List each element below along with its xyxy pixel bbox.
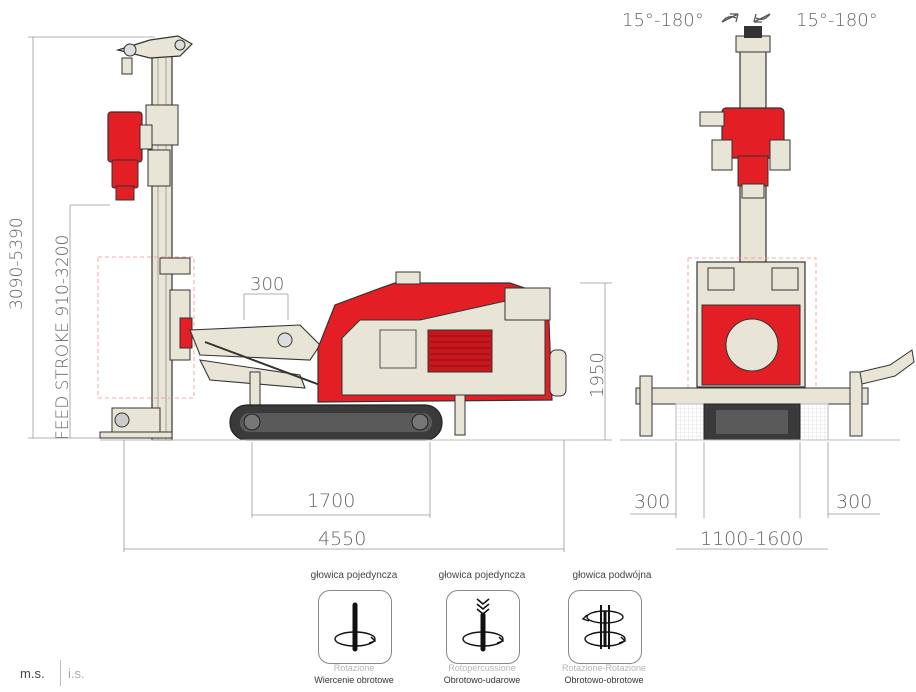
body-height-label: 1950 [587,352,608,398]
head-type-caption-1: głowica pojedyncza [310,570,398,581]
double-rotation-icon [568,590,642,664]
mast [99,35,193,441]
rotation-arrow-icon [721,13,771,23]
crawler-track [229,404,443,441]
footer-ms-label: m.s. [20,666,45,681]
rotation-angle-right-label: 15°-180° [796,10,878,31]
track-length-label: 1700 [307,490,355,512]
total-length-label: 4550 [318,528,366,550]
feed-stroke-label: FEED STROKE 910-3200 [53,235,73,440]
footer-divider [60,660,61,686]
front-view: 15°-180° 15°-180° [620,10,915,550]
head-type-sub-pl-2: Obrotowo-udarowe [443,675,521,685]
rotation-icon [318,590,392,664]
side-offset-right-label: 300 [836,491,872,513]
arm-offset-label: 300 [250,274,284,295]
side-view: 3090-5390 FEED STROKE 910-3200 [7,35,612,552]
footer-is-label: i.s. [68,666,85,681]
head-type-caption-2: głowica pojedyncza [438,570,526,581]
head-type-sub-pl-1: Wiercenie obrotowe [314,675,394,685]
percussion-icon [446,590,520,664]
rotary-head [107,111,153,201]
head-type-sub-it-1: Rotazione [333,663,375,673]
total-height-label: 3090-5390 [7,217,27,310]
head-type-sub-pl-3: Obrotowo-obrotowe [564,675,644,685]
head-type-sub-it-2: Rotopercussione [448,663,516,673]
machine-body [249,271,567,436]
side-offset-left-label: 300 [634,491,670,513]
head-type-sub-it-3: Rotazione-Rotazione [561,663,647,673]
height-dimension-line [28,36,155,439]
head-type-caption-3: głowica podwójna [572,570,652,581]
track-width-label: 1100-1600 [700,528,804,550]
rotation-angle-left-label: 15°-180° [622,10,704,31]
